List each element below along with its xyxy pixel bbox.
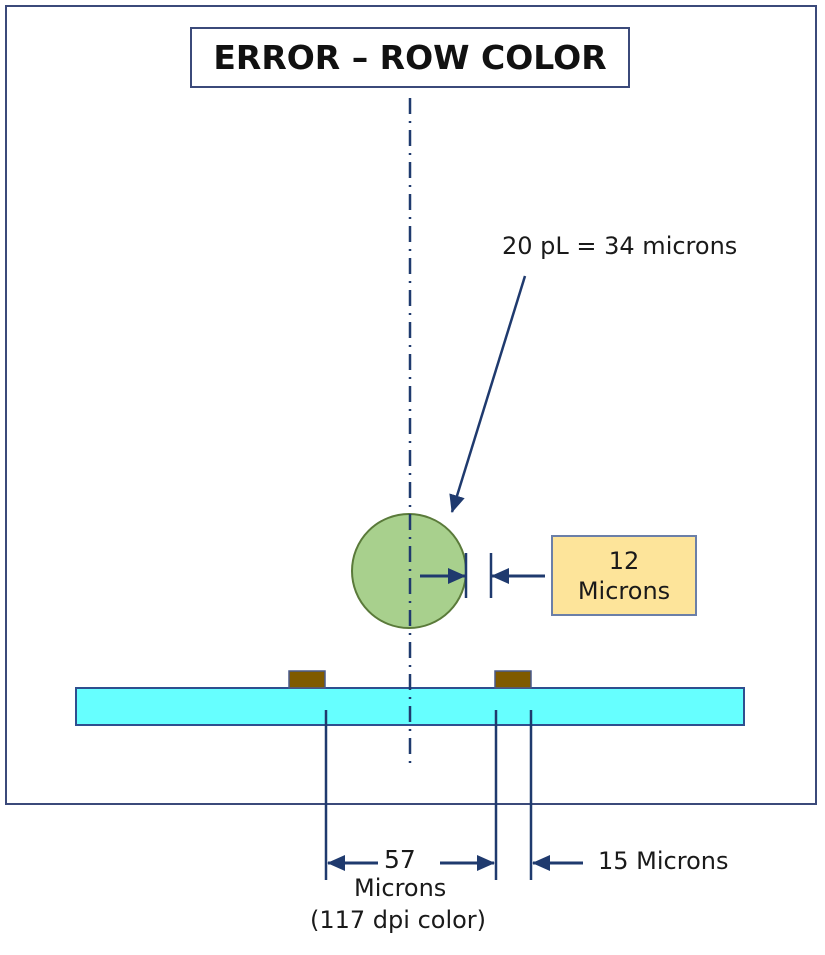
title-box: ERROR – ROW COLOR [190,27,630,88]
diagram-title: ERROR – ROW COLOR [213,38,607,77]
pitch-unit: Microns [354,874,447,902]
drop-leader-arrow [449,275,527,513]
pad-left [288,670,326,689]
pitch-value: 57 [384,845,416,874]
offset-value: 12 [608,546,640,575]
drop-volume-label: 20 pL = 34 microns [502,232,738,260]
extension-lines [324,710,533,880]
diagram-frame [5,5,817,805]
offset-unit: Microns [577,576,671,605]
offset-dimension [420,553,545,598]
pitch-note: (117 dpi color) [310,906,487,934]
pad-right [494,670,532,689]
pad-width-label: 15 Microns [598,847,729,875]
offset-callout: 12 Microns [551,535,697,616]
